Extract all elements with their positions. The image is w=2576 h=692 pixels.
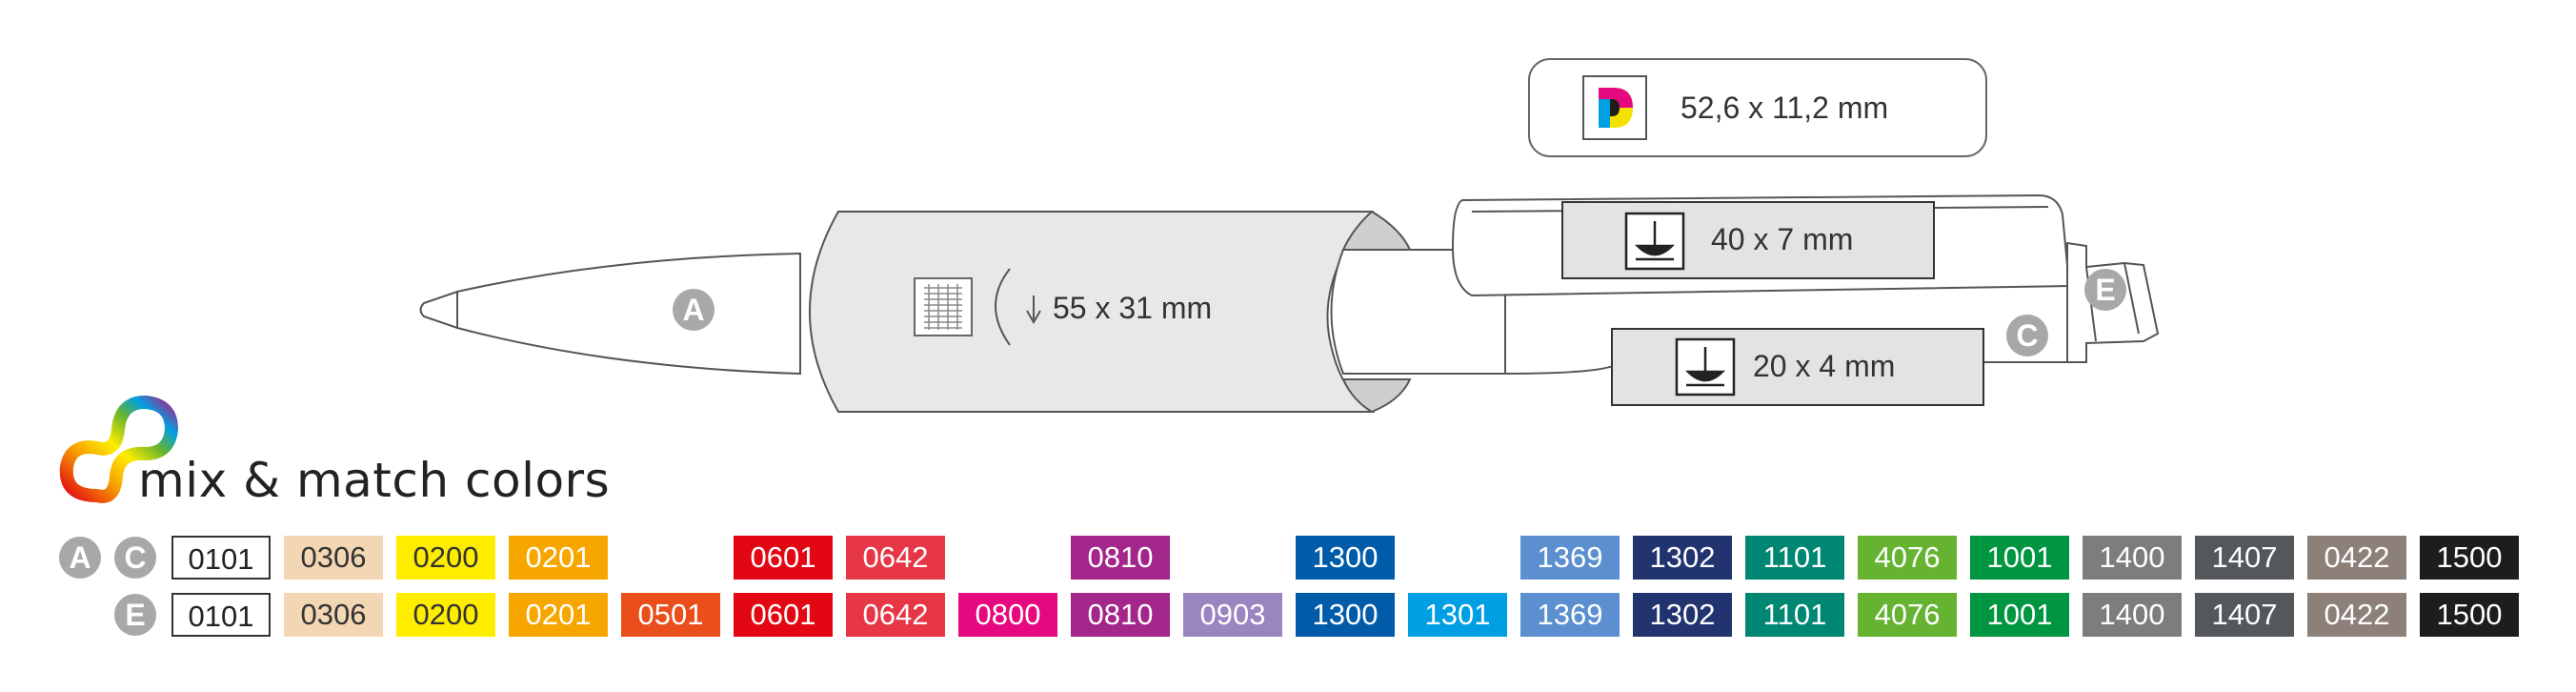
clip-print-area xyxy=(1561,201,1935,279)
color-swatch-0201: 0201 xyxy=(509,536,608,580)
color-swatch-0601: 0601 xyxy=(734,593,833,637)
pad-print-icon xyxy=(1624,212,1685,271)
color-swatch-0810: 0810 xyxy=(1071,536,1170,580)
color-swatch-1300: 1300 xyxy=(1296,593,1395,637)
mix-and-match-logo-icon xyxy=(59,395,179,503)
zone-label-a: A xyxy=(59,537,101,579)
color-swatch-1369: 1369 xyxy=(1520,593,1620,637)
zone-label-e: E xyxy=(114,594,156,636)
color-swatch-1302: 1302 xyxy=(1633,536,1732,580)
color-swatch-1500: 1500 xyxy=(2420,593,2519,637)
color-swatch-0101: 0101 xyxy=(171,593,271,637)
pen-illustration: 52,6 x 11,2 mm 40 x 7 mm 20 x 4 mm 55 x … xyxy=(419,58,2160,414)
wrap-dimension-label: 55 x 31 mm xyxy=(1053,291,1212,325)
color-swatch-1407: 1407 xyxy=(2195,593,2294,637)
color-swatch-1407: 1407 xyxy=(2195,536,2294,580)
color-swatch-0201: 0201 xyxy=(509,593,608,637)
color-swatch-0800: 0800 xyxy=(958,593,1057,637)
color-swatch-0810: 0810 xyxy=(1071,593,1170,637)
svg-text:A: A xyxy=(682,293,704,327)
color-swatch-0903: 0903 xyxy=(1183,593,1282,637)
color-swatch-0501: 0501 xyxy=(621,593,720,637)
clip-dimension-label: 40 x 7 mm xyxy=(1711,222,1853,256)
body-dimension-label: 20 x 4 mm xyxy=(1753,349,1895,383)
tag-dimension-label: 52,6 x 11,2 mm xyxy=(1680,91,1888,125)
color-swatch-0101: 0101 xyxy=(171,536,271,580)
color-swatch-1400: 1400 xyxy=(2083,593,2182,637)
color-swatch-1300: 1300 xyxy=(1296,536,1395,580)
rotation-print-icon xyxy=(914,268,1041,346)
color-swatch-0422: 0422 xyxy=(2307,536,2406,580)
pen-lower-barrel xyxy=(456,252,801,376)
color-swatch-4076: 4076 xyxy=(1858,593,1957,637)
color-swatch-1400: 1400 xyxy=(2083,536,2182,580)
color-swatch-0642: 0642 xyxy=(846,536,945,580)
color-swatch-1302: 1302 xyxy=(1633,593,1732,637)
body-print-area xyxy=(1611,328,1984,406)
digital-print-icon xyxy=(1582,75,1647,140)
color-swatch-1369: 1369 xyxy=(1520,536,1620,580)
svg-text:E: E xyxy=(2095,273,2115,307)
color-swatch-0200: 0200 xyxy=(396,536,495,580)
color-swatch-1301: 1301 xyxy=(1408,593,1507,637)
color-swatch-0200: 0200 xyxy=(396,593,495,637)
color-swatch-1101: 1101 xyxy=(1745,536,1844,580)
color-swatch-4076: 4076 xyxy=(1858,536,1957,580)
zone-label-c: C xyxy=(114,537,156,579)
color-swatch-1001: 1001 xyxy=(1970,536,2069,580)
color-swatch-0601: 0601 xyxy=(734,536,833,580)
color-swatch-1101: 1101 xyxy=(1745,593,1844,637)
svg-text:C: C xyxy=(2016,318,2038,353)
color-swatch-1001: 1001 xyxy=(1970,593,2069,637)
color-swatch-1500: 1500 xyxy=(2420,536,2519,580)
zone-marker-c: C xyxy=(2006,315,2048,356)
color-swatch-0642: 0642 xyxy=(846,593,945,637)
color-swatch-0422: 0422 xyxy=(2307,593,2406,637)
color-swatch-0306: 0306 xyxy=(284,536,383,580)
pad-print-icon-2 xyxy=(1675,337,1736,397)
zone-marker-e: E xyxy=(2084,269,2126,311)
zone-marker-a: A xyxy=(673,289,714,331)
pen-tip xyxy=(419,290,458,330)
mix-and-match-tagline: mix & match colors xyxy=(138,453,611,508)
color-swatch-0306: 0306 xyxy=(284,593,383,637)
